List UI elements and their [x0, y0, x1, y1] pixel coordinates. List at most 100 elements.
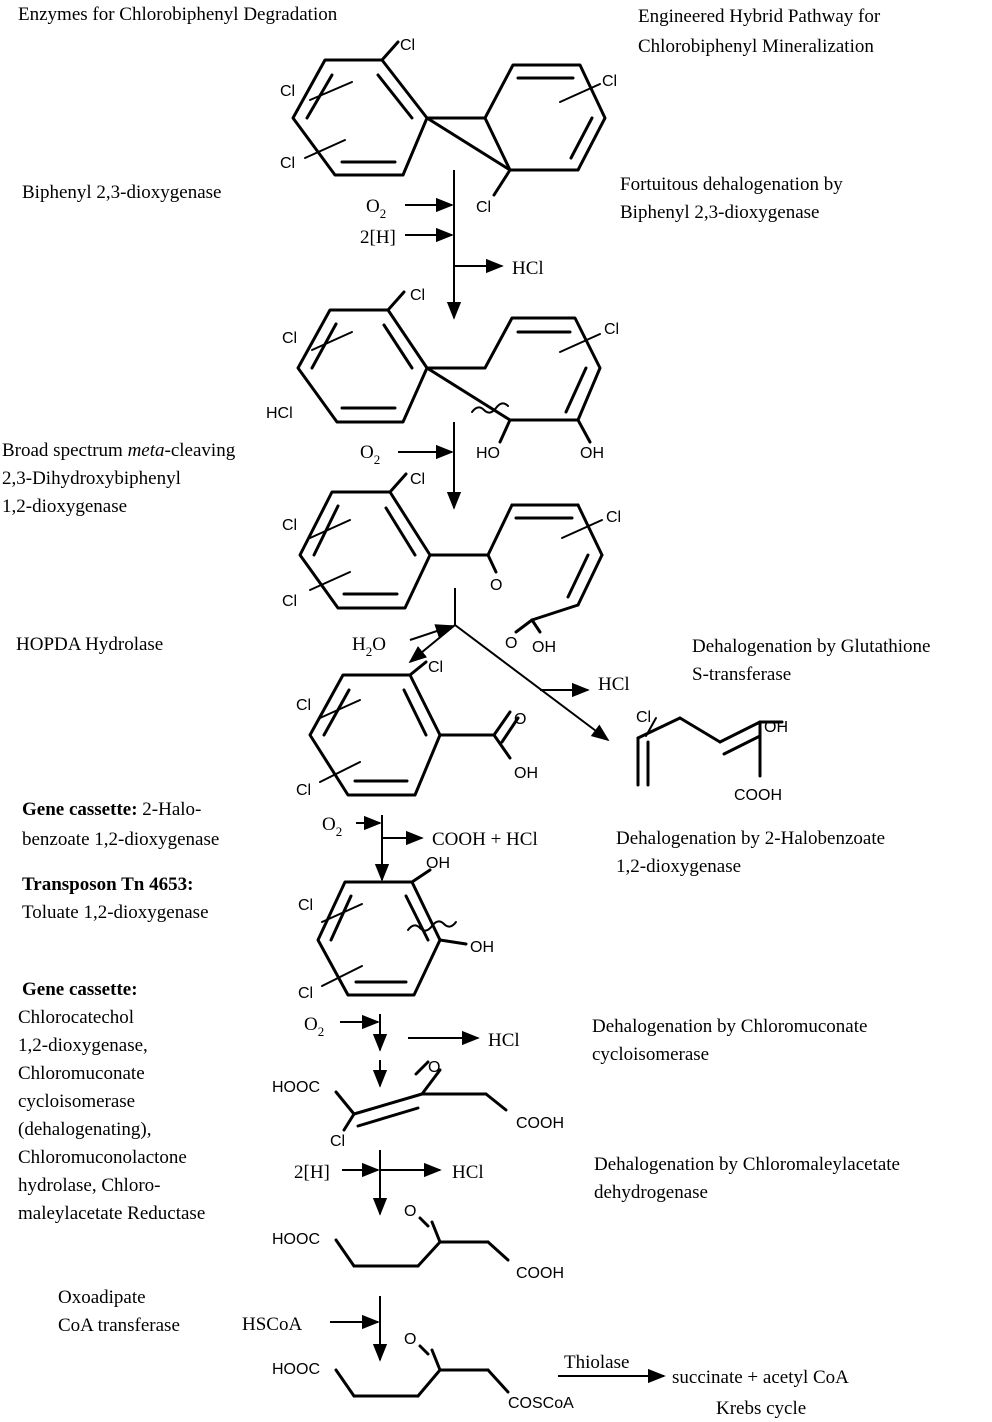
gene-cassette-line: cycloisomerase [18, 1091, 135, 1112]
atom-hcl: HCl [266, 405, 293, 422]
atom-cl: Cl [606, 509, 621, 526]
atom-o: O [404, 1331, 416, 1348]
atom-cl: Cl [476, 199, 491, 216]
step1-arrows: O2 2[H] HCl [360, 170, 544, 320]
atom-cl: Cl [604, 321, 619, 338]
reagent-o2: O2 [322, 814, 342, 839]
enzyme-meta-cleaving-line2: 2,3-Dihydroxybiphenyl [2, 468, 181, 489]
note-gst-line1: Dehalogenation by Glutathione [692, 636, 931, 657]
atom-oh: OH [764, 719, 788, 736]
atom-cl: Cl [330, 1133, 345, 1150]
reagent-2h: 2[H] [360, 227, 396, 248]
atom-o: O [490, 577, 502, 594]
atom-coscoa: COSCoA [508, 1395, 574, 1412]
atom-hooc: HOOC [272, 1231, 320, 1248]
molecule-chlorodienoate: Cl OH COOH [636, 709, 788, 804]
thiolase-step: Thiolase succinate + acetyl CoA Krebs cy… [558, 1352, 849, 1419]
step6-arrows: 2[H] HCl [294, 1150, 484, 1216]
note-halobenzoate-line2: 1,2-dioxygenase [616, 856, 741, 877]
atom-cooh: COOH [516, 1265, 564, 1282]
molecule-dihydrodiol: Cl Cl HCl Cl HO OH [266, 287, 619, 462]
note-chloromaleyl-line2: dehydrogenase [594, 1182, 708, 1203]
reagent-2h: 2[H] [294, 1162, 330, 1183]
gene-cassette-line: hydrolase, Chloro- [18, 1175, 160, 1196]
step5-arrows: O2 HCl [304, 1014, 520, 1088]
step4-arrows: O2 COOH + HCl [322, 814, 538, 882]
reagent-h2o: H2O [352, 634, 386, 659]
atom-cl: Cl [400, 37, 415, 54]
product-hcl: HCl [512, 258, 544, 279]
atom-o: O [505, 635, 517, 652]
gene-cassette-line: Chloromuconate [18, 1063, 145, 1084]
enzyme-meta-cleaving-line3: 1,2-dioxygenase [2, 496, 127, 517]
gene-cassette-line: 1,2-dioxygenase, [18, 1035, 148, 1056]
molecule-oxoadipate: HOOC O COOH [272, 1203, 564, 1282]
step3-arrows: H2O HCl [352, 588, 630, 742]
right-title-line1: Engineered Hybrid Pathway for [638, 6, 881, 27]
note-chloromuconate-line2: cycloisomerase [592, 1044, 709, 1065]
atom-oh: OH [580, 445, 604, 462]
molecule-oxoadipyl-coa: HOOC O COSCoA [272, 1331, 574, 1412]
enzyme-oxoadipate-line1: Oxoadipate [58, 1287, 146, 1308]
reagent-hscoa: HSCoA [242, 1314, 302, 1335]
atom-cl: Cl [282, 593, 297, 610]
atom-cl: Cl [602, 73, 617, 90]
enzyme-thiolase: Thiolase [564, 1352, 629, 1373]
note-halobenzoate-line1: Dehalogenation by 2-Halobenzoate [616, 828, 885, 849]
atom-oh: OH [470, 939, 494, 956]
product-hcl: HCl [488, 1030, 520, 1051]
molecule-chlorobenzoate: Cl Cl Cl O OH [296, 659, 538, 799]
reagent-o2: O2 [304, 1014, 324, 1039]
atom-cooh: COOH [734, 787, 782, 804]
transposon-label: Transposon Tn 4653: [22, 874, 193, 895]
molecule-chlorocatechol: OH OH Cl Cl [298, 855, 494, 1002]
atom-o: O [404, 1203, 416, 1220]
note-chloromuconate-line1: Dehalogenation by Chloromuconate [592, 1016, 867, 1037]
atom-cl: Cl [282, 330, 297, 347]
gene-cassette-chlorocatechol-list: Chlorocatechol 1,2-dioxygenase, Chloromuco… [18, 1007, 205, 1224]
atom-hooc: HOOC [272, 1361, 320, 1378]
atom-cl: Cl [282, 517, 297, 534]
atom-cl: Cl [280, 83, 295, 100]
enzyme-meta-cleaving-line1: Broad spectrum meta-cleaving [2, 440, 236, 461]
gene-cassette-halobenzoate-line2: benzoate 1,2-dioxygenase [22, 829, 219, 850]
atom-oh: OH [426, 855, 450, 872]
atom-cl: Cl [298, 897, 313, 914]
atom-oh: OH [532, 639, 556, 656]
note-chloromaleyl-line1: Dehalogenation by Chloromaleylacetate [594, 1154, 900, 1175]
atom-cl: Cl [296, 697, 311, 714]
atom-oh: OH [514, 765, 538, 782]
step2-arrows: O2 [360, 422, 462, 510]
atom-ho: HO [476, 445, 500, 462]
atom-o: O [514, 711, 526, 728]
atom-cl: Cl [298, 985, 313, 1002]
gene-cassette-line: (dehalogenating), [18, 1119, 151, 1140]
atom-cl: Cl [636, 709, 651, 726]
molecule-chlorobiphenyl: Cl Cl Cl Cl Cl [280, 37, 617, 216]
right-title-line2: Chlorobiphenyl Mineralization [638, 36, 874, 57]
gene-cassette-halobenzoate-line1: Gene cassette: 2-Halo- [22, 799, 201, 820]
product-cooh-hcl: COOH + HCl [432, 829, 538, 850]
atom-o: O [428, 1059, 440, 1076]
step7-arrows: HSCoA [242, 1296, 388, 1362]
atom-cl: Cl [280, 155, 295, 172]
reagent-o2: O2 [360, 442, 380, 467]
atom-cl: Cl [428, 659, 443, 676]
gene-cassette-line: Chloromuconolactone [18, 1147, 187, 1168]
product-hcl: HCl [598, 674, 630, 695]
note-fortuitous-line2: Biphenyl 2,3-dioxygenase [620, 202, 819, 223]
reagent-o2: O2 [366, 196, 386, 221]
gene-cassette-line: maleylacetate Reductase [18, 1203, 205, 1224]
gene-cassette-line: Chlorocatechol [18, 1007, 134, 1028]
atom-cl: Cl [410, 471, 425, 488]
krebs-cycle: Krebs cycle [716, 1398, 806, 1419]
note-gst-line2: S-transferase [692, 664, 791, 685]
final-products: succinate + acetyl CoA [672, 1367, 849, 1388]
enzyme-hopda-hydrolase: HOPDA Hydrolase [16, 634, 163, 655]
molecule-hopda: Cl Cl Cl Cl O O OH [282, 471, 621, 656]
transposon-toluate: Toluate 1,2-dioxygenase [22, 902, 209, 923]
product-hcl: HCl [452, 1162, 484, 1183]
atom-cl: Cl [296, 782, 311, 799]
atom-cooh: COOH [516, 1115, 564, 1132]
